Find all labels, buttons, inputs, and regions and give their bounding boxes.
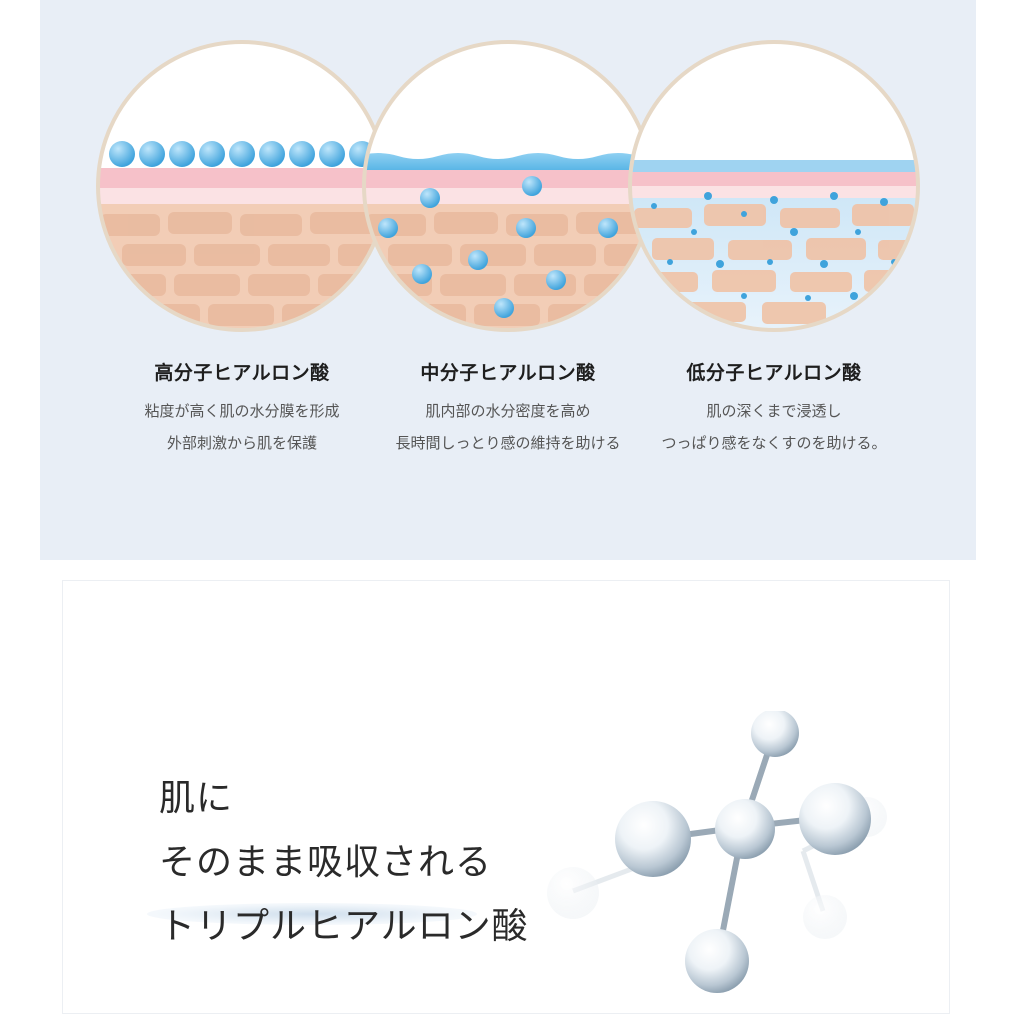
description-line: 長時間しっとり感の維持を助ける: [395, 434, 621, 452]
skin-diagram-high: [96, 40, 388, 332]
description-line: 粘度が高く肌の水分膜を形成: [144, 402, 340, 420]
column-title: 低分子ヒアルロン酸: [686, 362, 862, 384]
column-medium-molecular: 中分子ヒアルロン酸 肌内部の水分密度を高め 長時間しっとり感の維持を助ける: [358, 36, 658, 459]
brush-stroke-decoration: [147, 903, 477, 925]
column-description: 肌の深くまで浸透し つっぱり感をなくすのを助ける。: [624, 395, 924, 459]
column-high-molecular: 高分子ヒアルロン酸 粘度が高く肌の水分膜を形成 外部刺激から肌を保護: [92, 36, 392, 459]
description-line: 肌の深くまで浸透し: [706, 402, 842, 420]
column-low-molecular: 低分子ヒアルロン酸 肌の深くまで浸透し つっぱり感をなくすのを助ける。: [624, 36, 924, 459]
column-description: 粘度が高く肌の水分膜を形成 外部刺激から肌を保護: [92, 395, 392, 459]
headline-panel: 肌に そのまま吸収される トリプルヒアルロン酸: [62, 580, 950, 1014]
molecule-illustration: [547, 711, 887, 993]
atom-sphere: [685, 929, 749, 993]
description-line: 肌内部の水分密度を高め: [425, 402, 591, 420]
atom-sphere: [751, 711, 799, 757]
description-line: つっぱり感をなくすのを助ける。: [661, 434, 887, 452]
atom-sphere: [615, 801, 691, 877]
headline-line-1: 肌に: [159, 778, 234, 819]
skin-diagram-medium: [362, 40, 654, 332]
skin-layers-panel: 高分子ヒアルロン酸 粘度が高く肌の水分膜を形成 外部刺激から肌を保護: [40, 0, 976, 560]
column-description: 肌内部の水分密度を高め 長時間しっとり感の維持を助ける: [358, 395, 658, 459]
column-title: 中分子ヒアルロン酸: [420, 362, 596, 384]
description-line: 外部刺激から肌を保護: [166, 434, 317, 452]
column-title: 高分子ヒアルロン酸: [154, 362, 330, 384]
skin-diagram-low: [628, 40, 920, 332]
faint-sphere: [803, 895, 847, 939]
atom-sphere: [715, 799, 775, 859]
headline-line-2: そのまま吸収される: [159, 842, 493, 883]
headline-line-3: トリプルヒアルロン酸: [159, 906, 529, 947]
atom-sphere: [799, 783, 871, 855]
faint-sphere: [547, 867, 599, 919]
